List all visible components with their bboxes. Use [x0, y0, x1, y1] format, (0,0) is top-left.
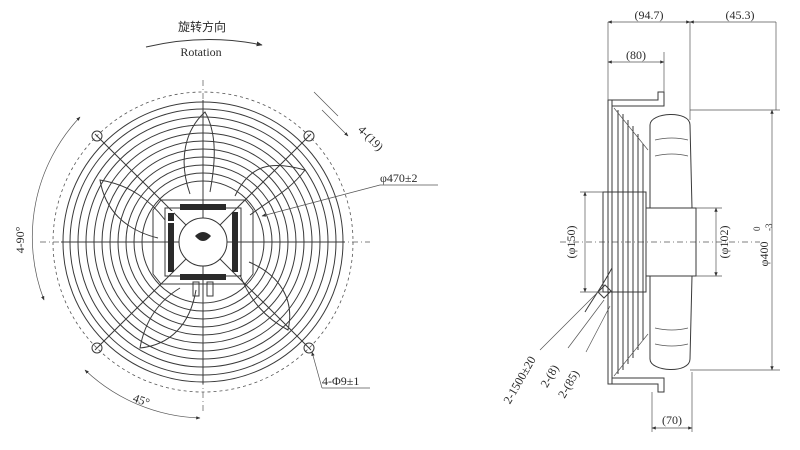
blade-ribs-lower: [654, 327, 689, 347]
flange-top: [612, 91, 665, 107]
dim-blade-tol-lower: -3: [764, 223, 774, 231]
leader-cable-85: [585, 305, 611, 353]
dim-holes: 4-Φ9±1: [322, 374, 359, 388]
dim-slot-ext: [313, 91, 339, 117]
blade-lower: [649, 275, 693, 370]
blade-upper: [649, 114, 693, 209]
dim-cable-8: 2-(8): [537, 362, 561, 390]
rotation-label-cn: 旋转方向: [178, 19, 226, 34]
dim-bottom: (70): [662, 413, 682, 427]
rotation-arrow: [145, 38, 263, 48]
dim-slot-leader: [321, 109, 349, 137]
motor-hub: [152, 199, 254, 297]
dim-hub-dia: (φ102): [717, 226, 731, 259]
dim-angle-45: 45°: [131, 391, 152, 410]
dim-total-depth: (94.7): [635, 8, 664, 22]
dim-hole-angle: 4-90°: [13, 226, 27, 253]
dim-blade-label: φ400 0 -3: [752, 223, 774, 266]
leader-cable-8: [567, 299, 605, 349]
dim-grill-leader: [261, 184, 381, 217]
dim-arc-45: [84, 369, 201, 420]
dim-blade-dia: φ400: [757, 242, 771, 267]
fan-blades: [99, 111, 306, 349]
blade-ribs-upper: [654, 137, 689, 157]
rotation-label-en: Rotation: [180, 45, 221, 59]
dim-motor-dia: (φ150): [564, 226, 578, 259]
dim-blade-tol-upper: 0: [752, 226, 762, 231]
front-view: 旋转方向 Rotation: [13, 19, 438, 420]
leader-cable: [539, 291, 599, 351]
dim-guard-depth: (80): [626, 48, 646, 62]
dim-arc-90: [31, 116, 81, 301]
dim-fan-depth: (45.3): [726, 8, 755, 22]
side-view: (94.7) (45.3) (80) (φ150) (φ102) φ400 0 …: [500, 8, 780, 432]
dim-cable: 2-1500±20: [500, 354, 538, 407]
cable-gland: [597, 284, 612, 299]
dim-holes-leader: [311, 351, 323, 389]
flange-bottom: [612, 377, 665, 393]
rotor-logo: [195, 232, 211, 241]
dim-slots: 4-(19): [355, 123, 386, 154]
dim-grill-dia: φ470±2: [380, 171, 418, 185]
mounting-circle: [52, 91, 354, 393]
mounting-holes: [91, 130, 315, 354]
grill-profile: [613, 107, 649, 377]
